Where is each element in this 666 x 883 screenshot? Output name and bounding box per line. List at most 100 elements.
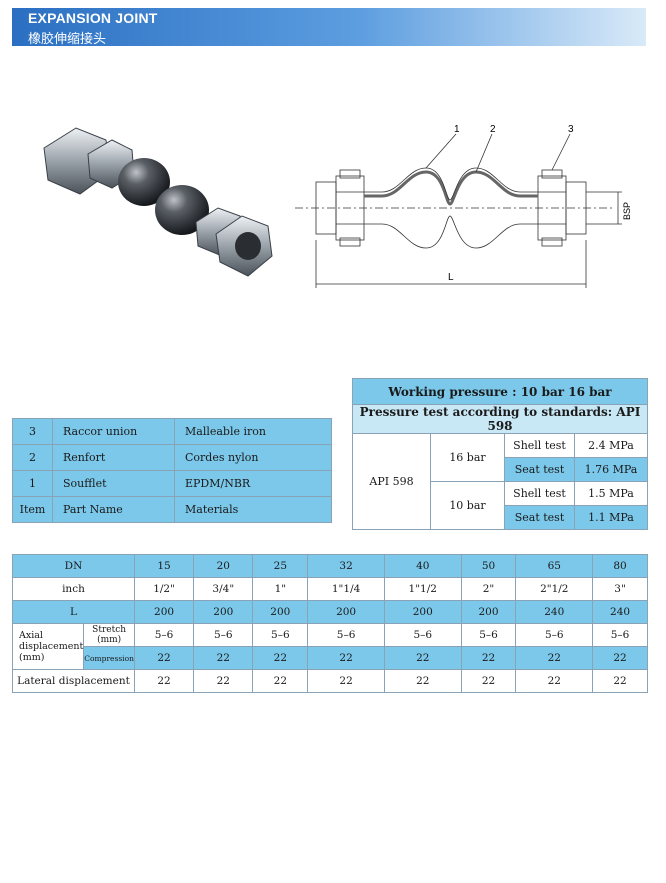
title-english: EXPANSION JOINT	[28, 10, 158, 26]
length-value: 200	[307, 600, 385, 624]
inch-value: 2"	[460, 577, 517, 601]
inch-label: inch	[12, 577, 135, 601]
inch-row: inch 1/2" 3/4" 1" 1"1/4 1"1/2 2" 2"1/2 3…	[12, 577, 648, 601]
dimensions-table: DN 15 20 25 32 40 50 65 80 inch 1/2" 3/4…	[11, 554, 648, 693]
bar-16-cell: 16 bar	[430, 433, 505, 482]
part-name: Raccor union	[52, 418, 175, 445]
callout-3: 3	[568, 124, 574, 135]
part-name: Renfort	[52, 444, 175, 471]
api-cell: API 598	[352, 433, 431, 530]
dn-row: DN 15 20 25 32 40 50 65 80	[12, 554, 648, 578]
dimension-bsp-label: BSP	[622, 202, 632, 220]
item-header: Item	[12, 496, 53, 523]
material: Malleable iron	[174, 418, 332, 445]
bellows-ball-1	[118, 158, 170, 206]
compression-value: 22	[460, 646, 517, 670]
material: Cordes nylon	[174, 444, 332, 471]
bellows-ball-2	[155, 185, 209, 235]
stretch-value: 5–6	[460, 623, 517, 647]
stretch-value: 5–6	[383, 623, 462, 647]
product-photo	[43, 127, 273, 277]
materials-table: 3 Raccor union Malleable iron 2 Renfort …	[12, 418, 332, 523]
test-name: Seat test	[504, 505, 575, 530]
technical-drawing: 1 2 3 L BSP	[295, 124, 632, 288]
dn-value: 15	[133, 554, 195, 578]
lateral-value: 22	[133, 669, 195, 693]
inch-value: 3/4"	[193, 577, 254, 601]
lateral-label: Lateral displacement	[12, 669, 135, 693]
lateral-value: 22	[592, 669, 648, 693]
test-name: Seat test	[504, 457, 575, 482]
item-number: 3	[12, 418, 53, 445]
inch-value: 3"	[592, 577, 648, 601]
page-header: EXPANSION JOINT 橡胶伸缩接头	[12, 8, 646, 47]
dn-label: DN	[12, 554, 135, 578]
length-value: 240	[592, 600, 648, 624]
stretch-label: Stretch (mm)	[83, 623, 135, 647]
test-standard: Pressure test according to standards: AP…	[352, 404, 648, 434]
stretch-value: 5–6	[515, 623, 594, 647]
materials-header: Materials	[174, 496, 332, 523]
test-value: 1.5 MPa	[574, 481, 648, 506]
bar-10-cell: 10 bar	[430, 481, 505, 530]
item-number: 2	[12, 444, 53, 471]
length-value: 200	[193, 600, 254, 624]
right-union-nut	[195, 207, 273, 277]
working-pressure: Working pressure : 10 bar 16 bar	[352, 378, 648, 405]
length-value: 200	[383, 600, 462, 624]
stretch-value: 5–6	[252, 623, 309, 647]
inch-value: 1/2"	[133, 577, 195, 601]
title-chinese: 橡胶伸缩接头	[28, 32, 107, 47]
lateral-value: 22	[460, 669, 517, 693]
dn-value: 50	[460, 554, 517, 578]
table-header-row: Item Part Name Materials	[12, 496, 332, 523]
dimension-l-label: L	[448, 272, 454, 283]
part-name: Soufflet	[52, 470, 175, 497]
compression-label: Compression	[83, 646, 135, 670]
stretch-row: Axial displacement (mm) Stretch (mm) 5–6…	[11, 623, 648, 670]
lateral-row: Lateral displacement 22 22 22 22 22 22 2…	[12, 669, 648, 693]
stretch-value: 5–6	[133, 623, 195, 647]
dn-value: 20	[193, 554, 254, 578]
part-name-header: Part Name	[52, 496, 175, 523]
pressure-table: Working pressure : 10 bar 16 bar Pressur…	[352, 378, 648, 530]
dn-value: 25	[252, 554, 309, 578]
length-value: 200	[133, 600, 195, 624]
lateral-value: 22	[193, 669, 254, 693]
table-row: 1 Soufflet EPDM/NBR	[12, 470, 332, 497]
compression-value: 22	[193, 646, 254, 670]
stretch-value: 5–6	[193, 623, 254, 647]
table-row: 3 Raccor union Malleable iron	[12, 418, 332, 445]
length-row: L 200 200 200 200 200 200 240 240	[12, 600, 648, 624]
length-value: 200	[460, 600, 517, 624]
dn-value: 80	[592, 554, 648, 578]
test-value: 1.76 MPa	[574, 457, 648, 482]
length-value: 200	[252, 600, 309, 624]
compression-value: 22	[592, 646, 648, 670]
callout-2: 2	[490, 124, 496, 135]
dn-value: 65	[515, 554, 594, 578]
compression-value: 22	[252, 646, 309, 670]
axial-displacement-label: Axial displacement (mm)	[11, 623, 85, 670]
item-number: 1	[12, 470, 53, 497]
stretch-value: 5–6	[307, 623, 385, 647]
test-name: Shell test	[504, 481, 575, 506]
inch-value: 2"1/2	[515, 577, 594, 601]
dn-value: 32	[307, 554, 385, 578]
test-value: 2.4 MPa	[574, 433, 648, 458]
inch-value: 1"1/4	[307, 577, 385, 601]
inch-value: 1"	[252, 577, 309, 601]
lateral-value: 22	[383, 669, 462, 693]
material: EPDM/NBR	[174, 470, 332, 497]
length-label: L	[12, 600, 135, 624]
compression-value: 22	[383, 646, 462, 670]
test-value: 1.1 MPa	[574, 505, 648, 530]
compression-row: Compression 22 22 22 22 22 22 22 22	[13, 646, 648, 670]
compression-value: 22	[133, 646, 195, 670]
lateral-value: 22	[252, 669, 309, 693]
test-name: Shell test	[504, 433, 575, 458]
compression-value: 22	[307, 646, 385, 670]
inch-value: 1"1/2	[383, 577, 462, 601]
lateral-value: 22	[515, 669, 594, 693]
length-value: 240	[515, 600, 594, 624]
